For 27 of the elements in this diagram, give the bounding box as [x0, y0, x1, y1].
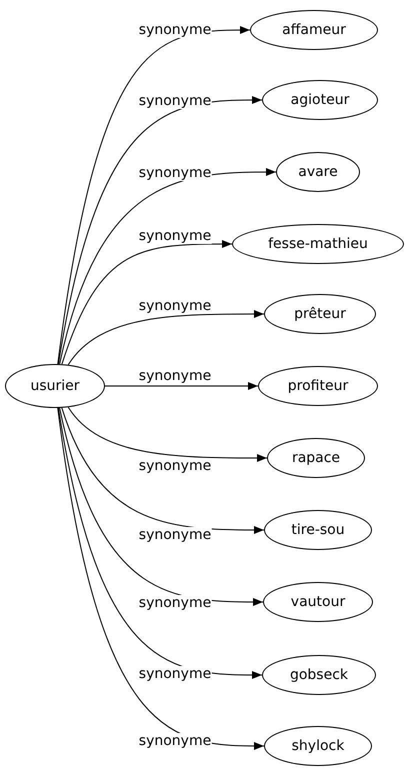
term-ellipse: fesse-mathieu	[232, 224, 404, 264]
arrow	[68, 406, 268, 462]
arrow	[104, 382, 258, 390]
term-ellipse: tire-sou	[264, 510, 372, 550]
arrow	[57, 26, 250, 365]
arrow	[57, 407, 264, 750]
arrow	[59, 168, 276, 365]
term-ellipse: usurier	[5, 364, 105, 408]
term-ellipse: agioteur	[262, 80, 378, 120]
term-ellipse: shylock	[264, 726, 372, 766]
arrow	[59, 407, 264, 606]
term-ellipse: rapace	[267, 438, 365, 478]
arrow	[61, 407, 264, 534]
arrow	[61, 240, 232, 365]
term-ellipse: prêteur	[264, 294, 376, 334]
edge-label: synonyme	[138, 526, 212, 543]
edge-label: synonyme	[138, 666, 212, 682]
term-ellipse: avare	[276, 152, 360, 192]
term-ellipse: affameur	[250, 10, 378, 50]
arrow	[58, 96, 262, 365]
edge-label: synonyme	[138, 595, 212, 612]
arrow	[58, 407, 262, 679]
edge-label: synonyme	[138, 732, 212, 749]
term-ellipse: gobseck	[262, 655, 376, 695]
term-ellipse: vautour	[263, 582, 373, 622]
arrow	[68, 310, 264, 366]
term-ellipse: profiteur	[258, 366, 378, 406]
